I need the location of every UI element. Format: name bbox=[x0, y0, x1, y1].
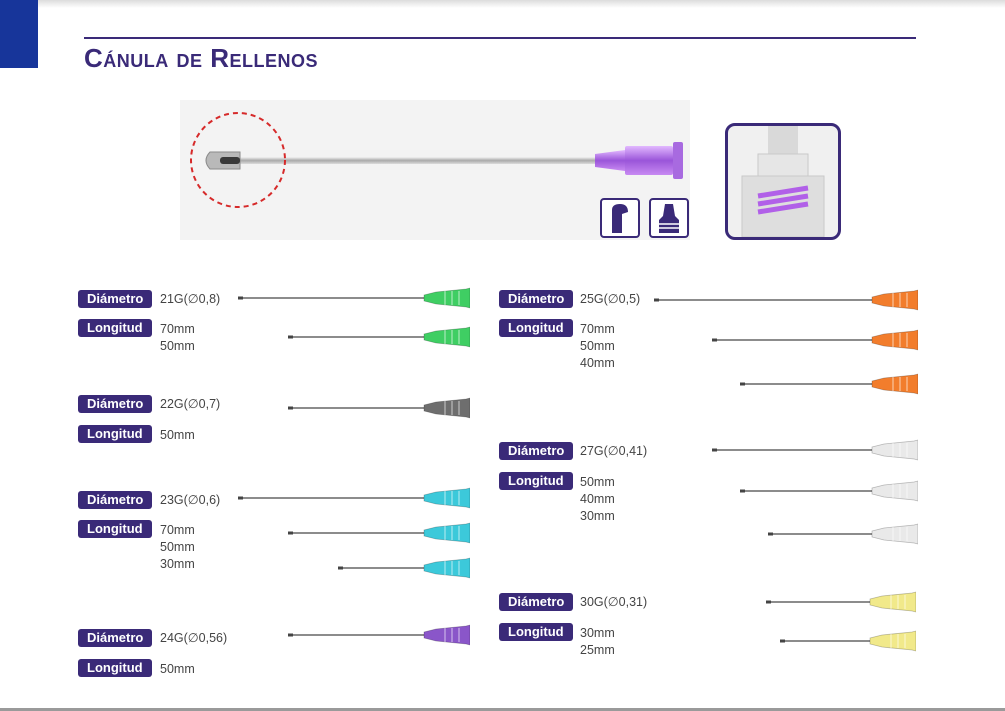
length-badge: Longitud bbox=[499, 623, 573, 641]
length-value: 70mm bbox=[580, 322, 615, 336]
length-badge: Longitud bbox=[78, 425, 152, 443]
needle-27g-2 bbox=[740, 480, 919, 507]
length-value: 50mm bbox=[160, 540, 195, 554]
length-badge: Longitud bbox=[78, 319, 152, 337]
needle-27g-3 bbox=[768, 523, 919, 550]
needle-23g-2 bbox=[288, 522, 471, 549]
length-value: 30mm bbox=[580, 509, 615, 523]
diameter-badge: Diámetro bbox=[499, 593, 574, 611]
length-value: 30mm bbox=[160, 557, 195, 571]
length-value: 70mm bbox=[160, 322, 195, 336]
needle-23g-1 bbox=[238, 487, 471, 514]
gauge-value: 25G(∅0,5) bbox=[580, 292, 641, 306]
needle-21g-2 bbox=[288, 326, 471, 353]
luer-adapter-detail bbox=[725, 123, 841, 240]
needle-30g-1 bbox=[766, 591, 917, 618]
diameter-badge: Diámetro bbox=[78, 629, 153, 647]
gauge-value: 27G(∅0,41) bbox=[580, 444, 648, 458]
length-value: 50mm bbox=[160, 662, 195, 676]
length-badge: Longitud bbox=[78, 520, 152, 538]
gauge-value: 24G(∅0,56) bbox=[160, 631, 228, 645]
needle-25g-3 bbox=[740, 373, 919, 400]
title-rule bbox=[84, 37, 916, 39]
page-title: Cánula de Rellenos bbox=[84, 43, 319, 73]
length-value: 25mm bbox=[580, 643, 615, 657]
length-value: 70mm bbox=[160, 523, 195, 537]
hub-threaded-icon bbox=[649, 198, 689, 238]
diameter-badge: Diámetro bbox=[78, 290, 153, 308]
cannula-hero-image bbox=[180, 100, 690, 240]
top-band bbox=[0, 0, 1005, 8]
length-badge: Longitud bbox=[499, 319, 573, 337]
needle-24g-1 bbox=[288, 624, 471, 651]
length-badge: Longitud bbox=[78, 659, 152, 677]
needle-25g-2 bbox=[712, 329, 919, 356]
diameter-badge: Diámetro bbox=[78, 491, 153, 509]
needle-22g-1 bbox=[288, 397, 471, 424]
gauge-value: 30G(∅0,31) bbox=[580, 595, 648, 609]
length-badge: Longitud bbox=[499, 472, 573, 490]
length-value: 40mm bbox=[580, 492, 615, 506]
corner-tab bbox=[0, 0, 38, 68]
needle-27g-1 bbox=[712, 439, 919, 466]
gauge-value: 22G(∅0,7) bbox=[160, 397, 221, 411]
gauge-value: 21G(∅0,8) bbox=[160, 292, 221, 306]
length-value: 50mm bbox=[160, 428, 195, 442]
length-value: 30mm bbox=[580, 626, 615, 640]
length-value: 50mm bbox=[580, 339, 615, 353]
length-value: 50mm bbox=[160, 339, 195, 353]
diameter-badge: Diámetro bbox=[499, 290, 574, 308]
needle-21g-1 bbox=[238, 287, 471, 314]
needle-23g-3 bbox=[338, 557, 471, 584]
hub-profile-icon bbox=[600, 198, 640, 238]
diameter-badge: Diámetro bbox=[78, 395, 153, 413]
bottom-rule bbox=[0, 708, 1005, 711]
diameter-badge: Diámetro bbox=[499, 442, 574, 460]
needle-30g-2 bbox=[780, 630, 917, 657]
length-value: 50mm bbox=[580, 475, 615, 489]
needle-25g-1 bbox=[654, 289, 919, 316]
length-value: 40mm bbox=[580, 356, 615, 370]
gauge-value: 23G(∅0,6) bbox=[160, 493, 221, 507]
